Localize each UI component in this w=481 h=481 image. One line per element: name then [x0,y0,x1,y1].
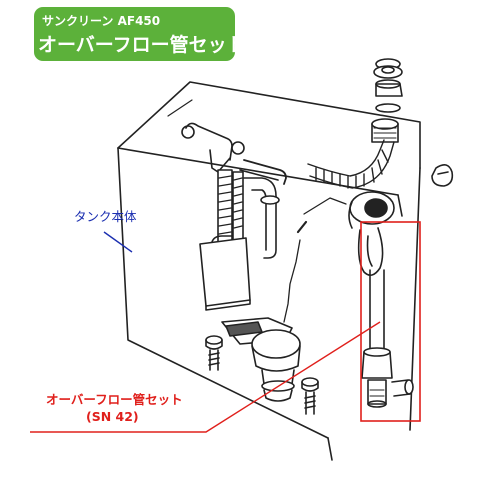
product-name: サンクリーン AF450 [42,14,161,28]
top-nut-washers [373,58,403,113]
overflow-pipe [361,269,414,408]
title-banner [34,7,235,61]
part-name: オーバーフロー管セット [46,392,183,407]
fill-valve [181,122,287,259]
part-code: (SN 42) [86,409,139,424]
tank-bolt-right [301,377,319,415]
side-cap [431,164,454,187]
spout-fitting [371,118,399,143]
page-title: オーバーフロー管セット [38,34,246,56]
overflow-part-label: オーバーフロー管セット (SN 42) [46,391,183,425]
flexible-hose [307,139,395,189]
flapper-valve [221,317,301,402]
float-box [199,235,251,311]
part-leader-line [30,321,381,433]
tank-bolt-left [205,335,223,371]
overflow-head [348,191,395,276]
ball-chain [283,197,347,323]
tank-leader-line [103,231,133,253]
tank-body-label: タンク本体 [74,209,137,224]
overflow-highlight-box [360,221,421,422]
